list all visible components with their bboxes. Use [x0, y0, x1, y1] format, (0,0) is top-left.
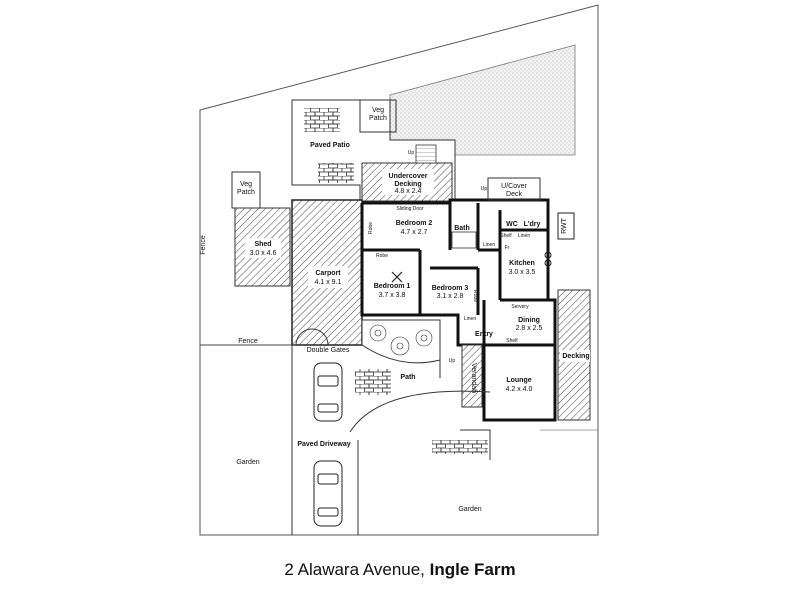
- up-label-b: Up: [481, 186, 488, 192]
- robe-mid-label: Robe: [376, 253, 388, 259]
- shed-label-bg: [245, 238, 281, 258]
- kitchen-sink-2: [544, 259, 552, 267]
- patio-brick-1: [304, 108, 340, 132]
- verandah-label: Verandah: [470, 363, 477, 393]
- double-gates: [295, 328, 329, 346]
- kitchen-dim: 3.0 x 3.5: [509, 269, 536, 276]
- address-street: 2 Alawara Avenue,: [284, 560, 425, 579]
- wc-label: WC: [506, 221, 518, 228]
- linen-mid-label: Linen: [483, 242, 495, 248]
- fr-label: Fr: [505, 245, 510, 251]
- bedroom1-label: Bedroom 1: [374, 283, 411, 290]
- dining-label: Dining: [518, 317, 540, 324]
- sliding-door-label: Sliding Door: [396, 206, 424, 212]
- garden-area-top: [389, 44, 576, 156]
- path-brick: [355, 369, 391, 395]
- veg-patch-top: [359, 99, 397, 133]
- bedroom1-dim: 3.7 x 3.8: [379, 292, 406, 299]
- property-address: 2 Alawara Avenue, Ingle Farm: [0, 560, 800, 580]
- bath-label: Bath: [454, 225, 470, 232]
- path-label: Path: [400, 374, 415, 381]
- dining-dim: 2.8 x 2.5: [516, 325, 543, 332]
- bedroom2-dim: 4.7 x 2.7: [401, 229, 428, 236]
- car-1: [313, 362, 343, 422]
- front-low-wall: [460, 429, 491, 460]
- shed-label: Shed: [254, 241, 271, 248]
- shelf-low-label: Shelf: [506, 338, 518, 344]
- bedroom1-light-b: [391, 271, 403, 283]
- entry-label: Entry: [475, 331, 493, 338]
- linen-low-label: Linen: [464, 316, 476, 322]
- car-2: [313, 460, 343, 527]
- kitchen-sink-1: [544, 251, 552, 259]
- carport-dim: 4.1 x 9.1: [315, 279, 342, 286]
- fence-mid-label: Fence: [238, 338, 258, 345]
- rwt-tank: [557, 212, 575, 240]
- kitchen-label: Kitchen: [509, 260, 535, 267]
- decking-label: Decking: [562, 353, 589, 360]
- linen-top-label: Linen: [518, 233, 530, 239]
- undercover-decking-dim: 4.8 x 2.4: [395, 188, 422, 195]
- address-suburb: Ingle Farm: [429, 560, 516, 579]
- carport-label-bg: [308, 266, 348, 288]
- paved-driveway-label: Paved Driveway: [297, 441, 350, 448]
- garden-left-label: Garden: [236, 459, 259, 466]
- lounge-label: Lounge: [506, 377, 531, 384]
- flower-plants: [369, 324, 433, 356]
- bath-tub: [451, 231, 477, 249]
- house-walls: [360, 198, 557, 422]
- decking-label-bg: [560, 350, 590, 362]
- up-label-a: Up: [408, 150, 415, 156]
- paved-patio-label: Paved Patio: [310, 142, 350, 149]
- front-bricks: [432, 440, 488, 454]
- shelf-label: Shelf: [500, 233, 512, 239]
- bedroom3-dim: 3.1 x 2.8: [437, 293, 464, 300]
- robe-right-label: Robe: [472, 290, 478, 302]
- servery-label: Servery: [511, 304, 529, 310]
- patio-brick-2: [318, 163, 354, 183]
- carport-label: Carport: [315, 270, 341, 277]
- bedroom2-label: Bedroom 2: [396, 220, 433, 227]
- u-cover-deck: [487, 177, 541, 201]
- robe-left-label: Robe: [368, 222, 374, 234]
- double-gates-label: Double Gates: [307, 347, 350, 354]
- garden-right-label: Garden: [458, 506, 481, 513]
- undercover-decking-label-bg: [382, 169, 434, 195]
- path-curve: [349, 360, 491, 433]
- bedroom3-label: Bedroom 3: [432, 285, 469, 292]
- lndry-label: L'dry: [524, 221, 541, 228]
- fence-left-label: Fence: [200, 235, 207, 255]
- property-boundary: [199, 4, 599, 536]
- shed-dim: 3.0 x 4.6: [250, 250, 277, 257]
- rwt-label: RWT: [561, 217, 568, 234]
- up-label-c: Up: [449, 358, 456, 364]
- driveway-edge: [291, 345, 359, 535]
- steps-top: [415, 144, 437, 164]
- lounge-dim: 4.2 x 4.0: [506, 386, 533, 393]
